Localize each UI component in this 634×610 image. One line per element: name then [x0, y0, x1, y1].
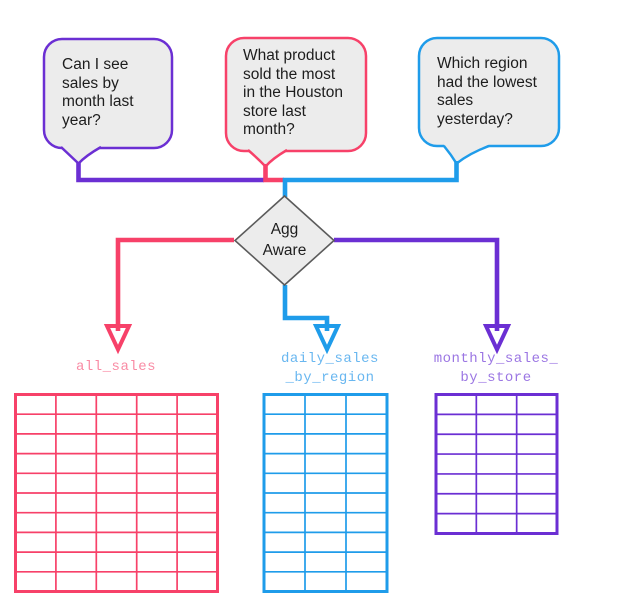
branch-to-monthly-sales: [334, 237, 500, 331]
speech-bubble-middle: [224, 36, 368, 153]
connector-middle-bubble: [263, 164, 284, 183]
diamond-label: Agg Aware: [262, 221, 307, 259]
bubble-right-question: Which region had the lowest sales yester…: [437, 55, 537, 128]
agg-aware-diamond: [233, 194, 336, 287]
bubble-left-question: Can I see sales by month last year?: [62, 56, 134, 129]
speech-bubble-right-tail: [444, 144, 489, 164]
table-daily-sales-by-region: [262, 393, 389, 593]
table-all-sales: [14, 393, 219, 593]
bubble-middle-question: What product sold the most in the Housto…: [243, 47, 343, 138]
speech-bubble-left: [42, 37, 174, 150]
connector-right-bubble: [282, 161, 459, 197]
table-label-daily-sales-by-region: daily_sales _by_region: [281, 351, 379, 386]
connector-left-bubble: [76, 162, 264, 183]
table-monthly-sales-by-store: [434, 393, 559, 535]
table-label-monthly-sales-by-store: monthly_sales_ by_store: [433, 351, 559, 386]
branch-to-daily-sales: [282, 285, 330, 331]
table-label-all-sales: all_sales: [75, 359, 157, 375]
speech-bubble-left-tail: [61, 145, 101, 164]
speech-bubble-middle-tail: [248, 148, 287, 167]
branch-to-all-sales: [115, 237, 234, 331]
